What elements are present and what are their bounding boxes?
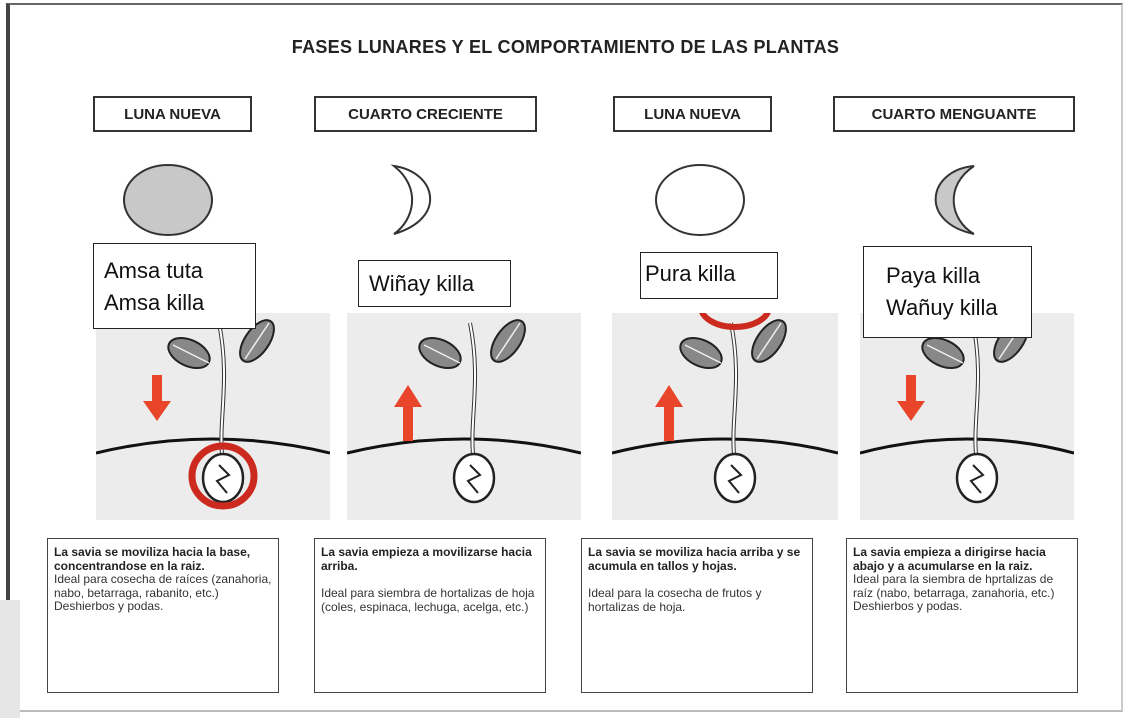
quechua-name-1: Paya killa	[886, 263, 981, 288]
quechua-name-1: Pura killa	[645, 261, 736, 286]
ground-line	[347, 437, 581, 455]
description-lead: La savia se moviliza hacia la base, conc…	[54, 545, 251, 573]
description-waning: La savia empieza a dirigirse hacia abajo…	[846, 538, 1078, 693]
stem-core	[469, 322, 477, 464]
waning-crescent-icon	[934, 165, 975, 235]
left-leaf-vein	[926, 344, 964, 364]
description-body: Ideal para cosecha de raíces (zanahoria,…	[54, 572, 272, 613]
description-new-moon: La savia se moviliza hacia la base, conc…	[47, 538, 279, 693]
phase-label-luna-nueva-1: LUNA NUEVA	[93, 96, 252, 132]
seed-root	[727, 464, 743, 494]
quechua-label-waning: Paya killa Wañuy killa	[863, 246, 1032, 338]
phase-label-luna-nueva-2: LUNA NUEVA	[613, 96, 772, 132]
seed-root	[969, 464, 985, 494]
sap-up-arrow	[655, 385, 683, 441]
stem-core	[972, 322, 980, 464]
ground-line	[612, 437, 838, 455]
description-lead: La savia empieza a movilizarse hacia arr…	[321, 545, 532, 573]
plant-illustration-waning	[860, 313, 1074, 520]
new-moon-icon	[123, 164, 213, 236]
description-lead: La savia se moviliza hacia arriba y se a…	[588, 545, 801, 573]
description-waxing: La savia empieza a movilizarse hacia arr…	[314, 538, 546, 693]
phase-label-cuarto-menguante: CUARTO MENGUANTE	[833, 96, 1075, 132]
root-highlight-ring	[188, 442, 258, 510]
quechua-name-1: Amsa tuta	[104, 258, 204, 283]
sap-down-arrow	[897, 375, 925, 421]
right-leaf-vein	[756, 322, 782, 360]
plant-illustration-waxing	[347, 313, 581, 520]
ground-line	[860, 437, 1074, 455]
waxing-crescent-icon	[390, 164, 432, 235]
phase-label-cuarto-creciente: CUARTO CRECIENTE	[314, 96, 537, 132]
description-body: Ideal para la siembra de hprtalizas de r…	[853, 572, 1055, 613]
quechua-label-waxing: Wiñay killa	[358, 260, 511, 307]
top-highlight-ring	[699, 313, 771, 330]
quechua-name-2: Amsa killa	[104, 290, 205, 315]
right-leaf-vein	[244, 322, 270, 360]
description-lead: La savia empieza a dirigirse hacia abajo…	[853, 545, 1046, 573]
full-moon-icon	[655, 164, 745, 236]
left-leaf-vein	[684, 344, 722, 364]
ground-line	[96, 437, 330, 455]
sap-down-arrow	[143, 375, 171, 421]
seed-root	[466, 464, 482, 494]
description-body: Ideal para la cosecha de frutos y hortal…	[588, 586, 762, 614]
stem-core	[730, 322, 738, 464]
quechua-name-2: Wañuy killa	[886, 295, 998, 320]
seed-root	[215, 464, 231, 494]
sap-up-arrow	[394, 385, 422, 441]
right-leaf-vein	[495, 322, 521, 360]
quechua-label-new-moon: Amsa tuta Amsa killa	[93, 243, 256, 329]
margin-shade	[0, 600, 20, 718]
plant-illustration-full-moon	[612, 313, 838, 520]
diagram-title: FASES LUNARES Y EL COMPORTAMIENTO DE LAS…	[291, 37, 840, 57]
quechua-label-full-moon: Pura killa	[640, 252, 778, 299]
left-leaf-vein	[423, 344, 461, 364]
plant-illustration-new-moon	[96, 313, 330, 520]
left-leaf-vein	[172, 344, 210, 364]
description-full-moon: La savia se moviliza hacia arriba y se a…	[581, 538, 813, 693]
description-body: Ideal para siembra de hortalizas de hoja…	[321, 586, 535, 614]
quechua-name-1: Wiñay killa	[369, 271, 475, 296]
